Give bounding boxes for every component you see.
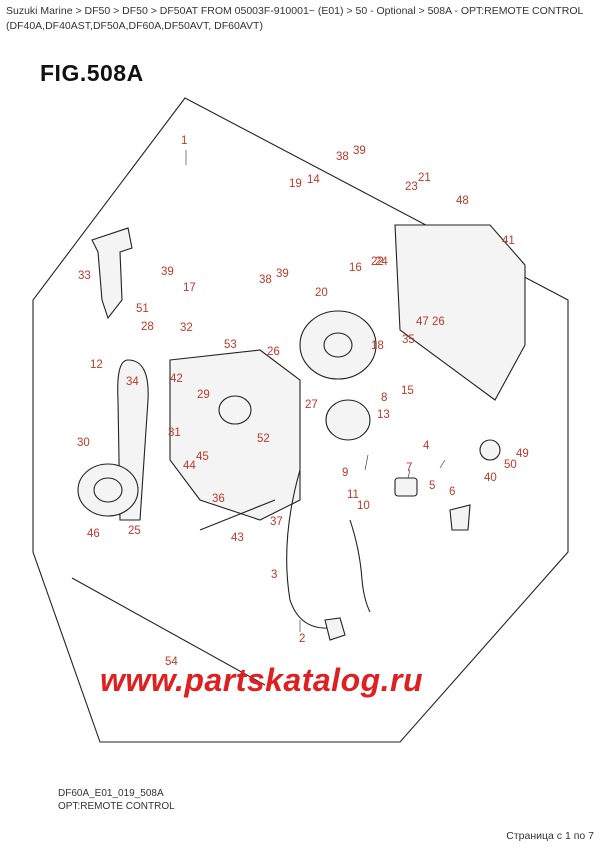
- diagram-caption: OPT:REMOTE CONTROL: [58, 801, 175, 812]
- callout: 3: [271, 569, 277, 581]
- callout: 22: [371, 256, 384, 268]
- callout: 26: [432, 316, 445, 328]
- callout: 35: [402, 334, 415, 346]
- callout: 41: [502, 235, 515, 247]
- callout: 13: [377, 409, 390, 421]
- callout: 11: [347, 489, 359, 501]
- callout: 37: [270, 516, 283, 528]
- callout: 42: [170, 373, 183, 385]
- throttle-cable-shape: [71, 577, 266, 686]
- callout: 16: [349, 262, 362, 274]
- callout: 49: [516, 448, 529, 460]
- callout: 39: [161, 266, 174, 278]
- callout: 6: [449, 486, 455, 498]
- assembly-frame: [32, 97, 569, 743]
- callout: 34: [126, 376, 139, 388]
- callout: 43: [231, 532, 244, 544]
- harness-connector-shape: [324, 617, 346, 641]
- callout: 30: [77, 437, 90, 449]
- callout: 10: [357, 500, 370, 512]
- callout: 14: [307, 174, 320, 186]
- callout: 54: [165, 656, 178, 668]
- callout: 15: [401, 385, 414, 397]
- callout: 45: [196, 451, 209, 463]
- buzzer-shape: [325, 399, 371, 441]
- callout: 40: [484, 472, 497, 484]
- callout: 46: [87, 528, 100, 540]
- cover-plate-shape: [394, 224, 526, 401]
- callout: 20: [315, 287, 328, 299]
- callout: 48: [456, 195, 469, 207]
- callout: 5: [429, 480, 435, 492]
- long-bolt-shape: [199, 499, 276, 531]
- callout: 52: [257, 433, 270, 445]
- callout: 44: [183, 460, 196, 472]
- gear-plate-hub: [323, 332, 353, 358]
- callout: 39: [353, 145, 366, 157]
- callout: 4: [423, 440, 430, 452]
- page-counter: Страница с 1 по 7: [506, 830, 594, 842]
- callout: 19: [289, 178, 302, 190]
- callout: 8: [381, 392, 387, 404]
- callout: 36: [212, 493, 225, 505]
- callout: 12: [90, 359, 103, 371]
- callout: 50: [504, 459, 517, 471]
- diagram-code: DF60A_E01_019_508A: [58, 788, 164, 799]
- callout: 51: [136, 303, 149, 315]
- callout: 27: [305, 399, 318, 411]
- callout: 26: [267, 346, 280, 358]
- breadcrumb: Suzuki Marine > DF50 > DF50 > DF50AT FRO…: [6, 5, 583, 32]
- key-shape: [449, 504, 471, 531]
- callout: 33: [78, 270, 91, 282]
- callout: 9: [342, 467, 348, 479]
- callout: 53: [224, 339, 237, 351]
- spacer-shape: [479, 439, 501, 461]
- callout: 38: [259, 274, 272, 286]
- callout: 32: [180, 322, 193, 334]
- callout: 23: [405, 181, 418, 193]
- main-housing-shape: [169, 349, 301, 521]
- hub-cover-shape: [77, 463, 139, 517]
- callout: 25: [128, 525, 141, 537]
- callout: 2: [299, 633, 305, 645]
- wire-harness-shape: [286, 469, 331, 629]
- callout: 38: [336, 151, 349, 163]
- callout: 39: [276, 268, 289, 280]
- callout: 21: [418, 172, 431, 184]
- gear-plate-shape: [299, 310, 377, 380]
- watermark: www.partskatalog.ru: [100, 662, 424, 698]
- callout-labels: 1 2 3 4 5 6 7 8 9 10 11 12 13 14 15 16 1…: [77, 135, 529, 668]
- callout: 29: [197, 389, 210, 401]
- figure-title: FIG.508A: [40, 60, 144, 86]
- lanyard-cord-shape: [349, 519, 371, 613]
- callout: 24: [375, 256, 388, 268]
- key-switch-shape: [394, 477, 418, 497]
- callout: 17: [183, 282, 196, 294]
- callout: 31: [168, 427, 181, 439]
- hub-center-shape: [93, 477, 123, 503]
- control-handle-shape: [91, 227, 133, 320]
- callout: 18: [371, 340, 384, 352]
- callout: 1: [181, 135, 187, 147]
- housing-bore-shape: [218, 395, 252, 425]
- callout: 7: [406, 462, 412, 474]
- callout: 47: [416, 316, 429, 328]
- callout: 28: [141, 321, 154, 333]
